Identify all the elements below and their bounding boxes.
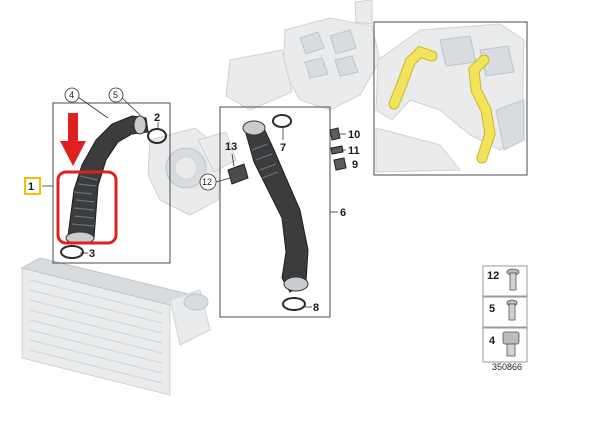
fastener-legend: 12 5 4 350866 [482, 265, 528, 372]
callout-3[interactable]: 3 [89, 248, 95, 260]
callout-8[interactable]: 8 [313, 302, 319, 314]
red-arrow-icon [60, 113, 86, 166]
screw-icon [506, 268, 520, 291]
clamp-screw-icon [502, 331, 520, 357]
hose-clamp-ring-2[interactable] [147, 128, 167, 144]
installation-inset [373, 21, 528, 176]
callout-9-label: 9 [352, 159, 358, 171]
legend-item-4: 4 [489, 335, 496, 347]
reference-number: 350866 [492, 362, 522, 372]
hose-clamp-ring-3[interactable] [60, 245, 84, 259]
callout-12-label: 12 [202, 177, 212, 187]
callout-2[interactable]: 2 [154, 112, 160, 124]
sensor-13[interactable] [227, 163, 249, 185]
fitting-11[interactable] [330, 145, 344, 155]
callout-11[interactable]: 11 [348, 145, 360, 157]
callout-1[interactable]: 1 [24, 177, 41, 195]
hose-clamp-ring-8[interactable] [282, 297, 306, 311]
part-group-box-6 [219, 106, 331, 318]
highlight-box [56, 170, 118, 245]
callout-7-label: 7 [280, 142, 286, 154]
legend-item-12: 12 [487, 270, 499, 282]
callout-10[interactable]: 10 [348, 129, 360, 141]
leader-lines [42, 96, 346, 308]
callout-6-label: 6 [340, 207, 346, 219]
intercooler-background [20, 257, 211, 396]
engine-background [225, 0, 381, 111]
callout-5-label: 5 [113, 90, 118, 100]
callout-12[interactable]: 12 [199, 173, 217, 191]
callout-2-label: 2 [154, 112, 160, 124]
callout-6[interactable]: 6 [340, 207, 346, 219]
callout-4-label: 4 [69, 90, 74, 100]
callout-3-label: 3 [89, 248, 95, 260]
callout-5[interactable]: 5 [108, 87, 124, 103]
bolt-icon [506, 299, 518, 321]
hose-clamp-ring-7[interactable] [272, 114, 292, 128]
callout-4[interactable]: 4 [64, 87, 80, 103]
callout-8-label: 8 [313, 302, 319, 314]
charge-air-hose-left[interactable] [65, 115, 149, 245]
part-group-box-1 [52, 102, 171, 264]
fitting-10[interactable] [329, 127, 341, 141]
turbocharger-background [147, 127, 237, 216]
legend-item-5: 5 [489, 303, 495, 315]
charge-air-hose-right[interactable] [242, 120, 309, 293]
callout-13[interactable]: 13 [225, 141, 237, 153]
callout-1-label: 1 [28, 181, 34, 193]
callout-7[interactable]: 7 [280, 142, 286, 154]
callout-11-label: 11 [348, 145, 360, 157]
callout-13-label: 13 [225, 141, 237, 153]
fitting-9[interactable] [333, 157, 347, 171]
callout-10-label: 10 [348, 129, 360, 141]
callout-9[interactable]: 9 [352, 159, 358, 171]
